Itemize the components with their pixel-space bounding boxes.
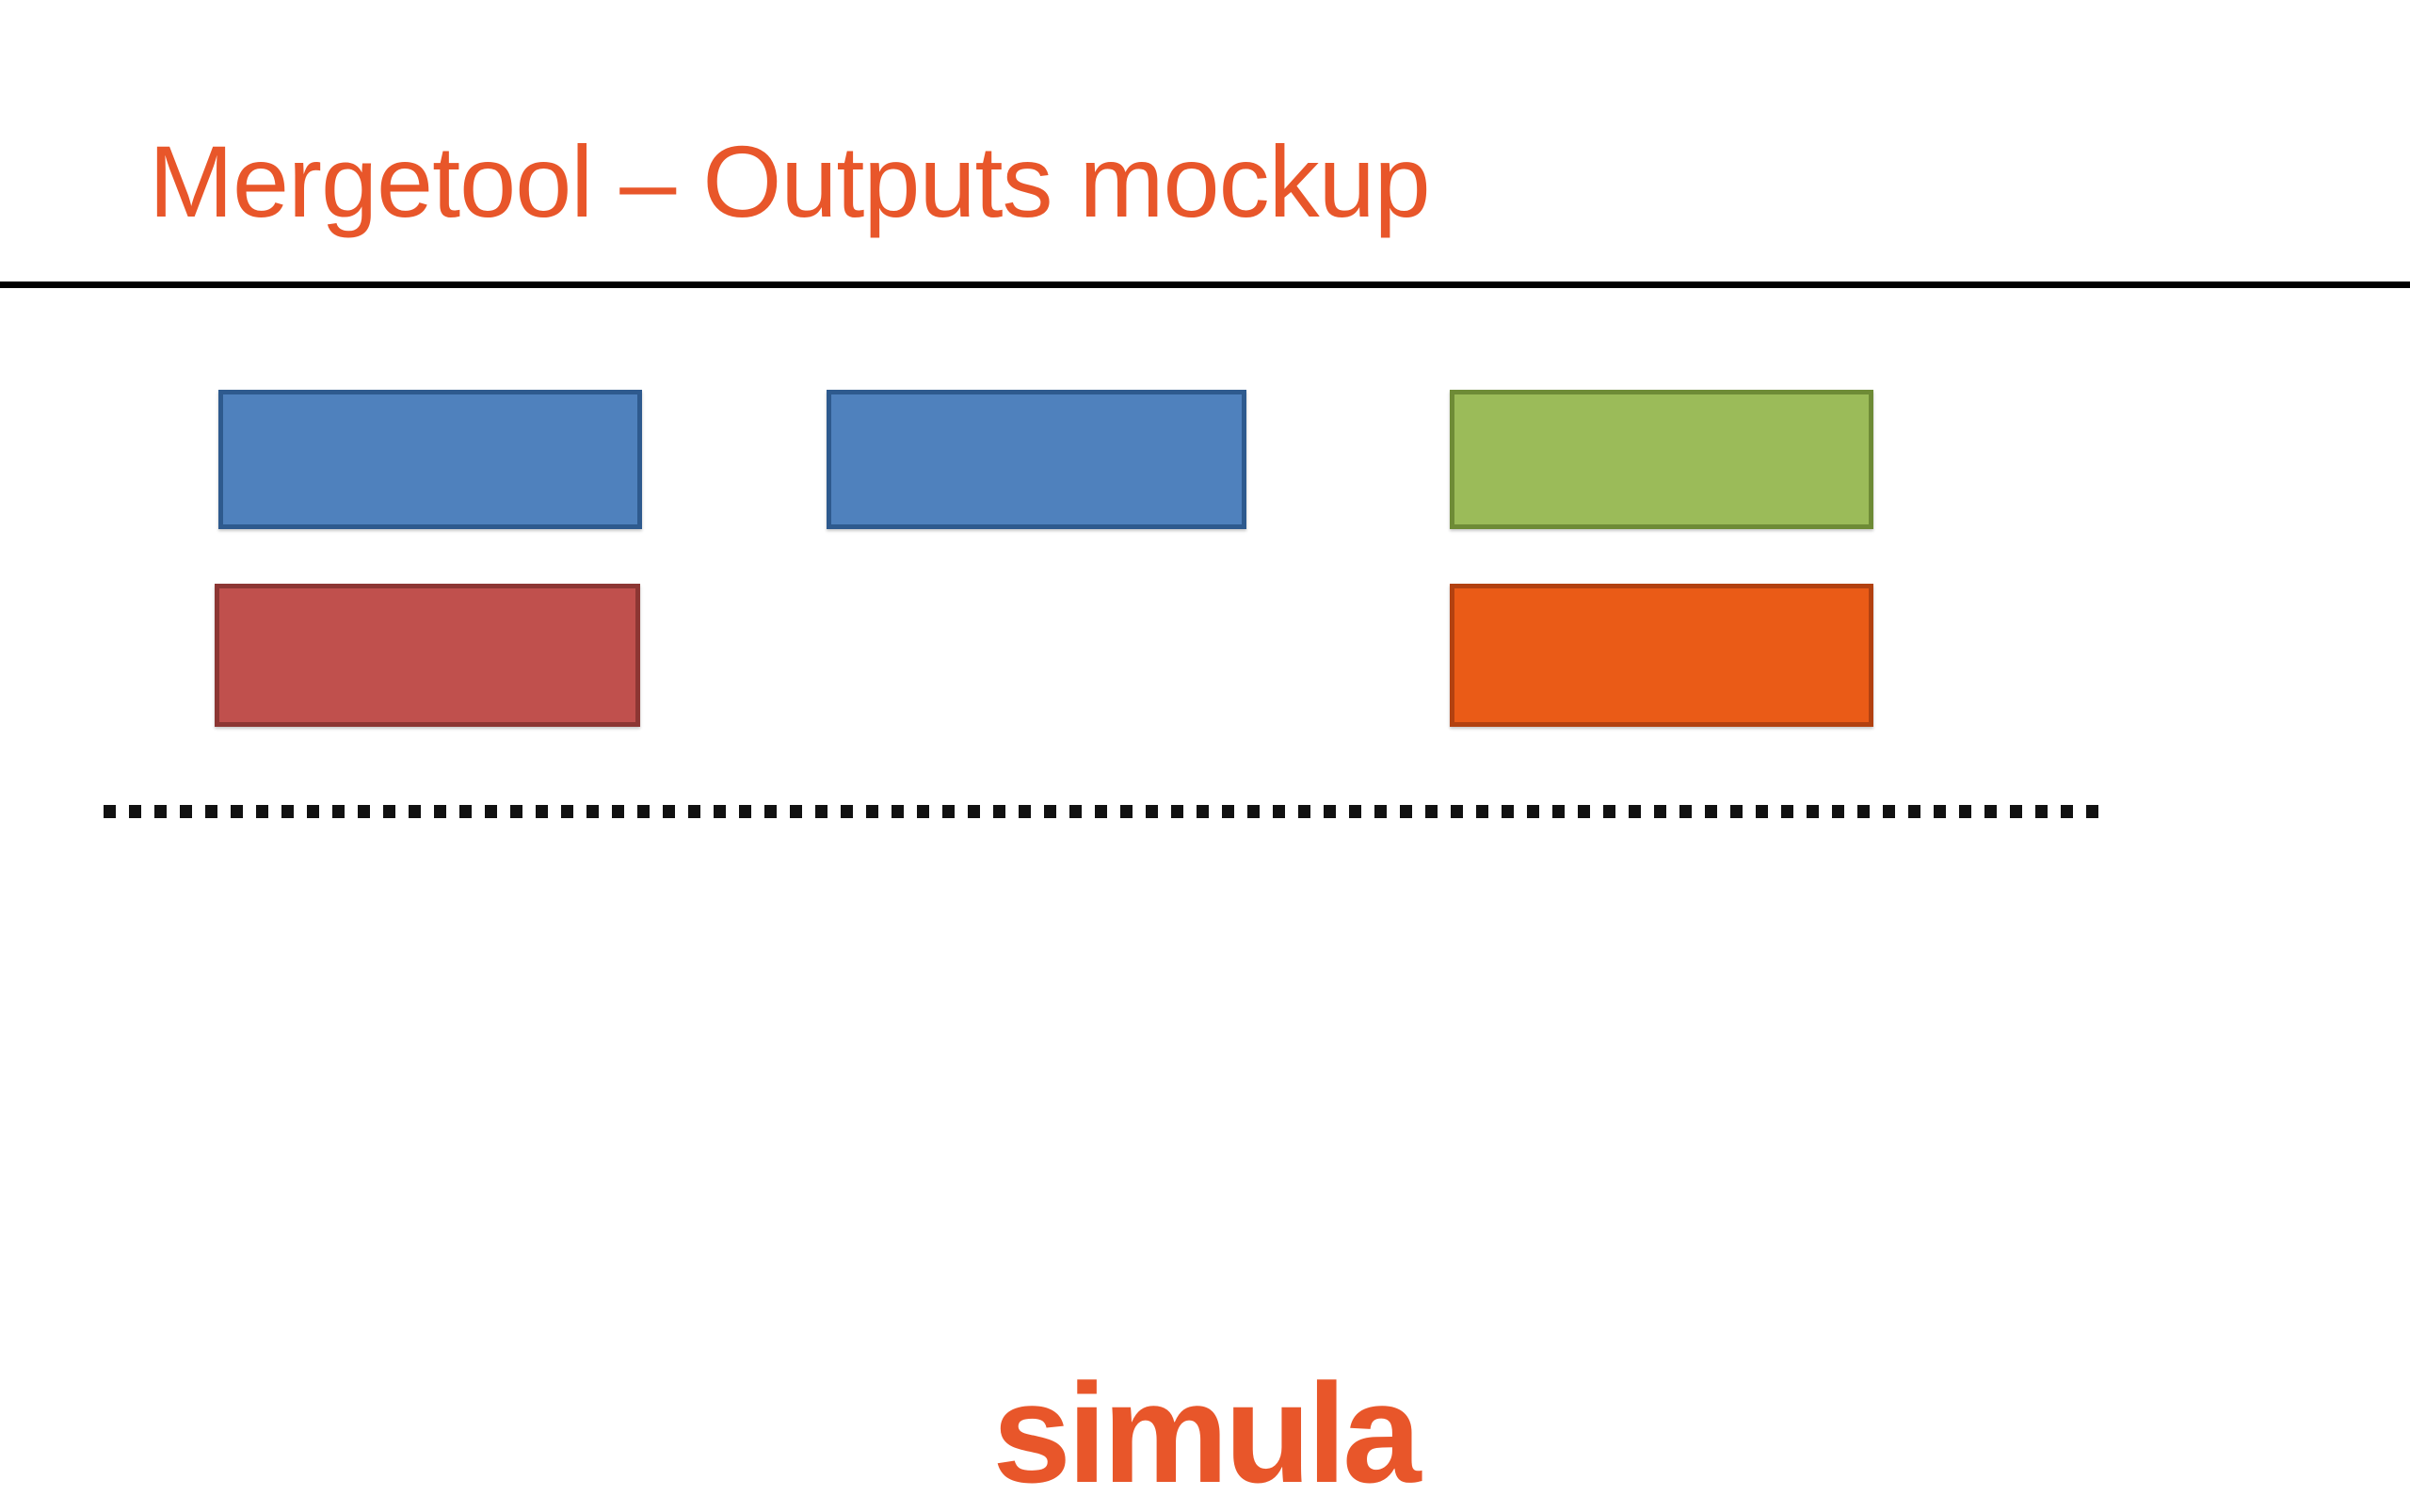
simula-logo: simula (992, 1354, 1421, 1512)
mockup-box-orange-right[interactable] (1450, 584, 1873, 727)
mockup-box-green-right[interactable] (1450, 390, 1873, 529)
mockup-box-blue-middle[interactable] (827, 390, 1246, 529)
page-title: Mergetool – Outputs mockup (149, 124, 1431, 238)
mockup-box-blue-left[interactable] (218, 390, 642, 529)
dotted-divider (104, 805, 2101, 818)
title-divider-rule (0, 281, 2410, 288)
mockup-box-red-left[interactable] (215, 584, 640, 727)
